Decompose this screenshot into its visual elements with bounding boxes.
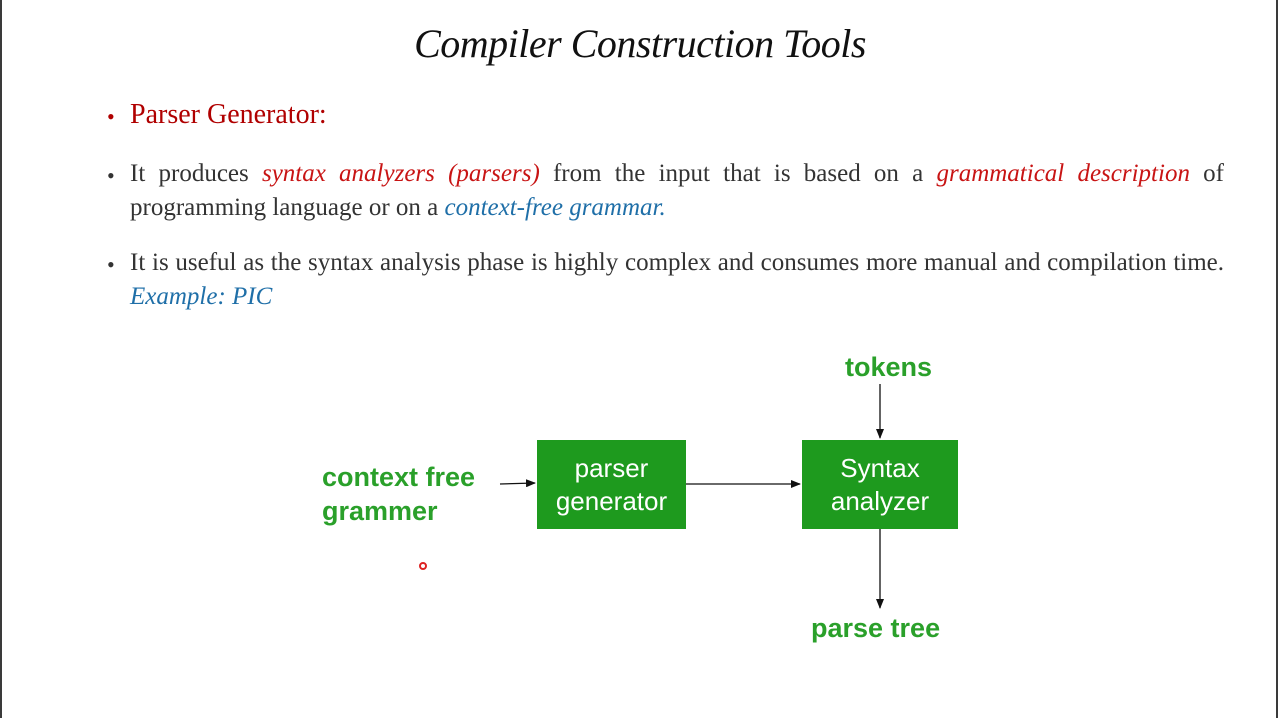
input-label: context free grammer xyxy=(322,460,475,528)
input-label-line: context free xyxy=(322,462,476,492)
bullet-marker: • xyxy=(107,163,115,188)
emphasis-context-free-grammar: context-free grammar. xyxy=(444,194,666,221)
emphasis-example: Example: PIC xyxy=(130,283,273,310)
paragraph-2: It is useful as the syntax analysis phas… xyxy=(130,246,1224,314)
input-label-line: grammer xyxy=(322,496,438,526)
paragraph-text: It produces xyxy=(130,160,262,187)
pointer-cursor-icon xyxy=(419,562,427,570)
paragraph-1: It produces syntax analyzers (parsers) f… xyxy=(130,157,1224,225)
paragraph-text: of programming language or on a xyxy=(130,160,1224,221)
paragraph-text: It is useful as the syntax analysis phas… xyxy=(130,249,1224,276)
emphasis-grammatical-description: grammatical description xyxy=(936,160,1190,187)
emphasis-syntax-analyzers: syntax analyzers (parsers) xyxy=(261,160,540,187)
arrow-input-to-generator xyxy=(499,479,536,488)
paragraph-text: from the input that is based on a xyxy=(539,160,937,187)
bullet-marker: • xyxy=(107,104,115,129)
syntax-analyzer-box: Syntax analyzer xyxy=(802,440,958,529)
box-label-line: parser xyxy=(574,452,649,483)
bullet-marker: • xyxy=(107,252,115,277)
box-label-line: analyzer xyxy=(830,485,930,516)
parse-tree-label: parse tree xyxy=(811,613,941,643)
box-label-line: Syntax xyxy=(840,452,920,483)
slide-title: Compiler Construction Tools xyxy=(414,21,866,66)
box-label-line: generator xyxy=(555,485,668,516)
section-heading: Parser Generator: xyxy=(130,99,327,130)
tokens-label: tokens xyxy=(845,352,933,382)
parser-generator-box: parser generator xyxy=(537,440,686,529)
